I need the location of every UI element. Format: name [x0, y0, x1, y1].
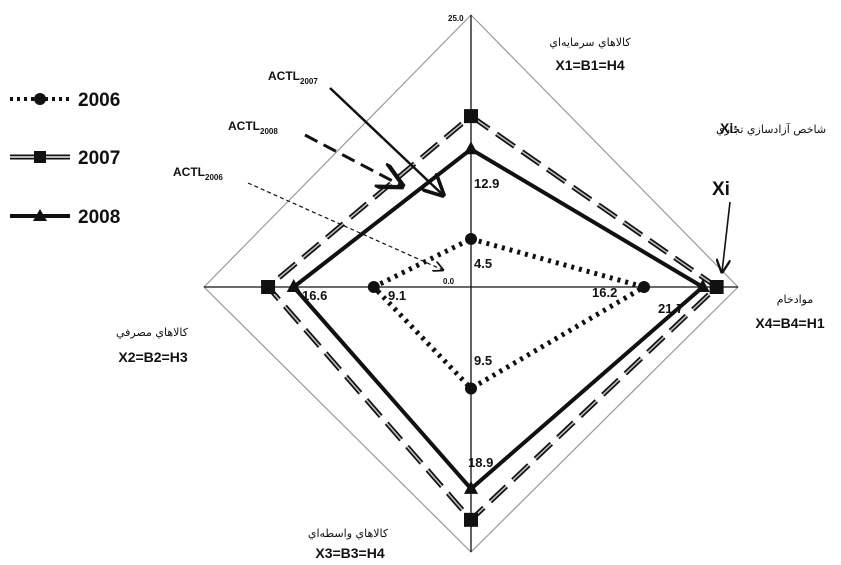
- series-2008-point-x2: [286, 279, 301, 292]
- marker-layer: [261, 109, 724, 527]
- actl-2008-arrow: [304, 133, 402, 186]
- axis-x1-persian: کالاهاي سرمايه‌اي: [549, 36, 631, 49]
- xi-label: Xi: [712, 179, 730, 200]
- actl-2006-label: ACTL2006: [173, 165, 223, 182]
- xi-arrow: [722, 201, 731, 272]
- actl-2007-label: ACTL2007: [268, 69, 318, 86]
- legend-item-2008: 2008: [10, 207, 120, 228]
- actl-2007-base: ACTL: [268, 69, 300, 83]
- legend-label-2008: 2008: [78, 207, 120, 228]
- actl-2007-sub: 2007: [300, 77, 318, 86]
- xi-note-text: شاخص آزادسازي تجاري: [716, 122, 826, 136]
- actl-2008-annotation: ACTL2008: [228, 119, 402, 186]
- series-2006-line: [371, 236, 647, 391]
- value-label-2006-x3: 9.5: [474, 353, 492, 368]
- actl-2007-annotation: ACTL2007: [268, 69, 443, 195]
- axis-x3-code: X3=B3=H4: [315, 545, 384, 561]
- series-2007-point-x2: [261, 280, 276, 294]
- tick-min-label: 0.0: [443, 277, 455, 286]
- axis-x4-title: موادخام X4=B4=H1: [755, 293, 824, 331]
- series-2006-point-x4: [638, 281, 651, 293]
- value-label-2008-x1: 12.9: [474, 176, 499, 191]
- value-label-2008-x4: 21.7: [658, 301, 683, 316]
- series-2006-point-x2: [367, 281, 380, 293]
- actl-2007-arrow: [329, 87, 443, 195]
- xi-note-key: Xi:: [720, 120, 738, 136]
- xi-note: شاخص آزادسازي تجاري Xi:: [716, 120, 826, 136]
- legend: 2006 2007 2008: [10, 90, 120, 228]
- series-2007-point-x3: [464, 512, 478, 527]
- value-labels: 12.9 4.5 16.2 21.7 9.5 18.9 9.1 16.6: [302, 176, 683, 470]
- series-2006-point-x1: [465, 232, 477, 245]
- value-label-2008-x3: 18.9: [468, 455, 493, 470]
- legend-marker-2007: [34, 151, 46, 163]
- series-2008-point-x1: [464, 141, 478, 155]
- legend-label-2007: 2007: [78, 148, 120, 169]
- actl-2008-sub: 2008: [260, 127, 278, 136]
- series-2008-point-x3: [464, 480, 478, 494]
- axis-x2-persian: کالاهاي مصرفي: [116, 326, 189, 339]
- legend-marker-2006: [34, 93, 46, 105]
- actl-2006-sub: 2006: [205, 173, 223, 182]
- value-label-2006-x4: 16.2: [592, 285, 617, 300]
- legend-label-2006: 2006: [78, 90, 120, 111]
- actl-2006-annotation: ACTL2006: [173, 165, 443, 270]
- value-label-2008-x2: 16.6: [302, 288, 327, 303]
- legend-marker-2008: [33, 209, 47, 221]
- value-label-2006-x2: 9.1: [388, 288, 406, 303]
- axis-x2-code: X2=B2=H3: [118, 349, 187, 365]
- actl-2006-base: ACTL: [173, 165, 205, 179]
- axis-x4-persian: موادخام: [777, 293, 814, 306]
- axis-x4-code: X4=B4=H1: [755, 315, 824, 331]
- axis-x1-code: X1=B1=H4: [555, 57, 624, 73]
- series-2008-line: [291, 147, 705, 491]
- legend-item-2006: 2006: [10, 90, 120, 111]
- tick-max-label: 25.0: [448, 14, 464, 23]
- series-2008-point-x4: [695, 279, 710, 292]
- axis-x1-title: کالاهاي سرمايه‌اي X1=B1=H4: [549, 36, 631, 73]
- series-2007-point-x4: [709, 280, 724, 294]
- series-2007-point-x1: [464, 109, 478, 124]
- actl-2008-base: ACTL: [228, 119, 260, 133]
- actl-2008-label: ACTL2008: [228, 119, 278, 136]
- actl-2006-arrow: [247, 182, 443, 270]
- series-2006-point-x3: [465, 382, 477, 395]
- value-label-2006-x1: 4.5: [474, 256, 492, 271]
- axis-x3-title: کالاهاي واسطه‌اي X3=B3=H4: [308, 527, 389, 561]
- axis-x3-persian: کالاهاي واسطه‌اي: [308, 527, 389, 540]
- legend-item-2007: 2007: [10, 148, 120, 169]
- axis-x2-title: کالاهاي مصرفي X2=B2=H3: [116, 326, 189, 365]
